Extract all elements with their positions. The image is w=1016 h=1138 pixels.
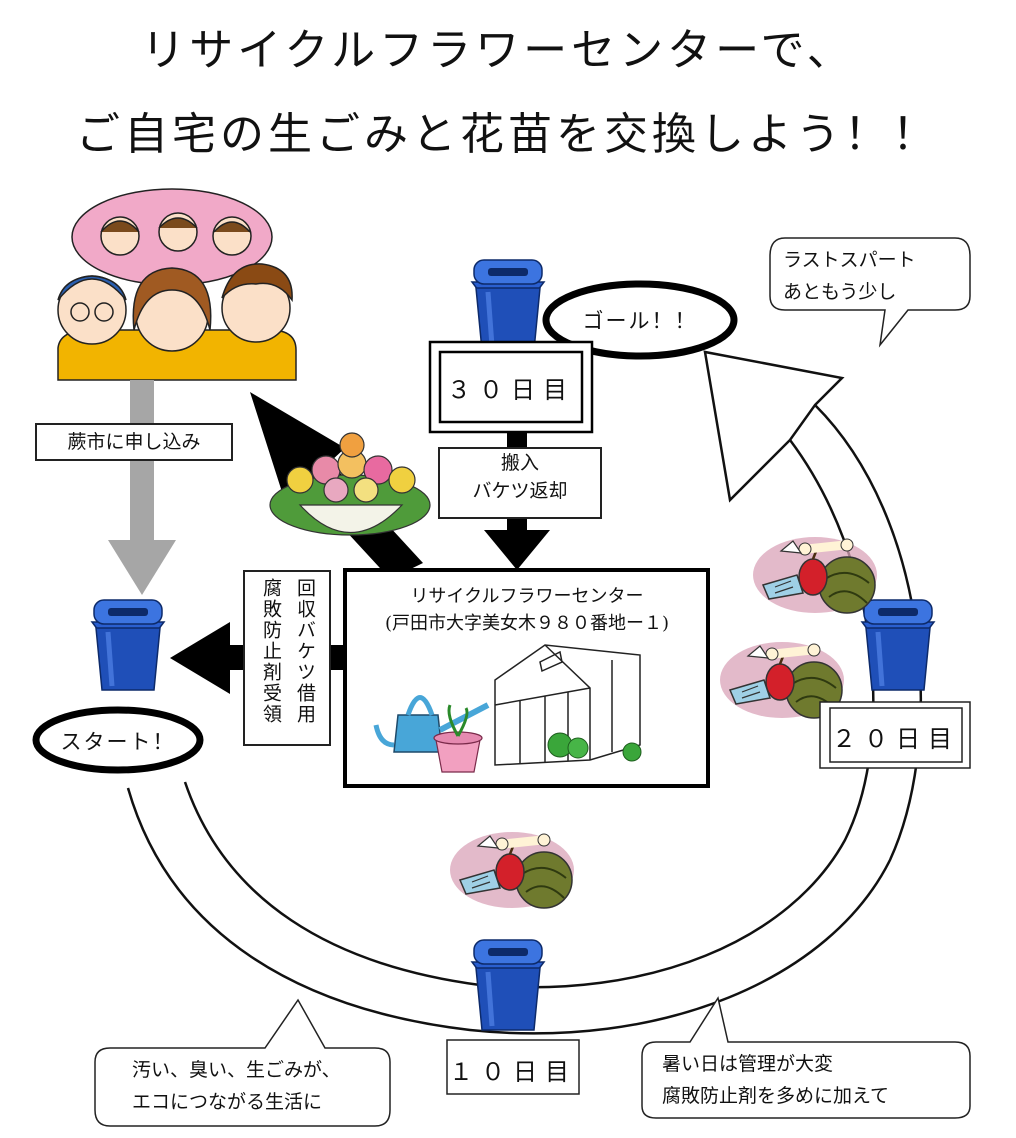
bubble-bottom-left-line1: 汚い、臭い、生ごみが、 [132,1059,341,1081]
bubble-bottom-left [94,998,391,1127]
bubble-top-right-text: ラストスパート あともう少し [783,244,963,308]
bucket-20day-icon [862,600,934,690]
start-text: スタート！ [60,730,176,754]
start-oval [32,706,204,774]
center-name: リサイクルフラワーセンター [410,586,644,607]
deliver-label-line2: バケツ返却 [472,480,568,502]
center-address: (戸田市大字美女木９８０番地ー１) [384,613,670,634]
lend-label-line1: 回収バケツ借用 [294,578,316,725]
flower-basket-illustration [269,432,431,536]
apply-label: 蕨市に申し込み [35,423,233,461]
bubble-bottom-right-text: 暑い日は管理が大変 腐敗防止剤を多めに加えて [662,1048,962,1112]
plants-illustration [547,732,642,762]
bucket-10day-icon [472,940,544,1030]
bucket-goal-icon [472,260,544,350]
title-line-1: リサイクルフラワーセンターで、 [141,25,855,76]
greenhouse-illustration [494,644,641,766]
bubble-bottom-left-text: 汚い、臭い、生ごみが、 エコにつながる生活に [132,1054,382,1118]
lend-label-line2: 腐敗防止剤受領 [260,578,282,725]
bubble-top-right [769,237,971,348]
deliver-label-line1: 搬入 [500,452,539,474]
bubble-bottom-right [641,996,971,1119]
goal-oval [542,280,738,360]
lend-label: 回収バケツ借用 腐敗防止剤受領 [243,570,331,746]
bubble-top-right-line2: あともう少し [783,281,897,303]
bubble-top-right-line1: ラストスパート [783,249,916,271]
day30-box-outer [428,340,594,434]
garbage-icon-1 [753,537,877,613]
family-illustration [57,263,293,352]
day10-box [446,1039,580,1095]
garbage-icon-3 [450,832,574,908]
day20-box-outer [819,701,971,769]
day20-label: ２０日目 [832,725,960,753]
flower-pot-illustration [433,704,483,773]
deliver-label: 搬入 バケツ返却 [438,447,602,519]
bucket-start-icon [92,600,164,690]
goal-text: ゴール！！ [582,309,698,333]
bubble-bottom-right-line2: 腐敗防止剤を多めに加えて [662,1085,890,1107]
watering-can-illustration [373,695,490,753]
small-faces [100,212,252,256]
bubble-bottom-right-line1: 暑い日は管理が大変 [662,1053,834,1075]
day10-label: １０日目 [449,1058,577,1086]
day30-label: ３０日目 [447,376,575,404]
bubble-bottom-left-line2: エコにつながる生活に [132,1091,323,1113]
title-line-2: ご自宅の生ごみと花苗を交換しよう！！ [76,109,940,160]
